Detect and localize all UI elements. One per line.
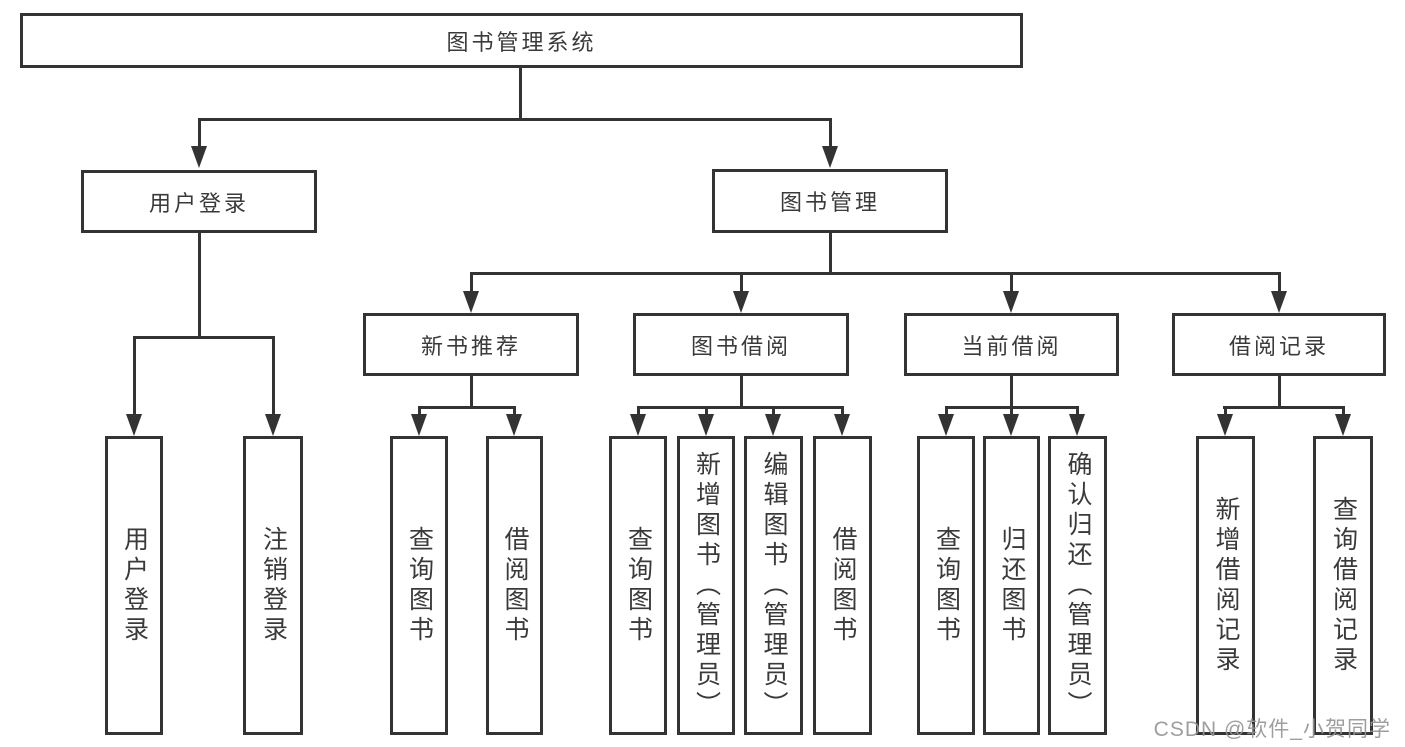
arrow-to-leaf-add-book [697,406,714,436]
leaf-return-book-label: 归还图书 [998,525,1026,646]
leaf-current-query-book-label: 查询图书 [932,525,961,646]
csdn-watermark: CSDN @软件_小贺同学 [1153,718,1391,741]
arrow-to-leaf-return-book [1003,406,1019,436]
node-new-books-label: 新书推荐 [420,333,521,359]
arrow-to-leaf-query-record [1334,406,1351,436]
leaf-borrow-book: 借阅图书 [813,436,872,735]
node-user-login: 用户登录 [81,170,317,233]
arrow-to-new-books [462,272,479,313]
node-book-mgmt: 图书管理 [712,169,948,233]
arrow-to-borrow-records [1270,272,1287,313]
rail-records-leaves [1222,406,1344,409]
leaf-edit-book-admin: 编辑图书（管理员） [744,436,803,735]
rail-book-mgmt [469,272,1281,275]
leaf-query-borrow-record-label: 查询借阅记录 [1329,495,1358,676]
node-borrow-records-label: 借阅记录 [1228,333,1329,359]
leaf-logout-label: 注销登录 [259,525,288,646]
leaf-borrow-book-label: 借阅图书 [829,525,857,646]
arrow-to-user-login [190,118,207,168]
rail-bookborrow-leaves [636,406,844,409]
node-borrow-records: 借阅记录 [1172,313,1386,376]
rail-level1 [197,118,831,121]
leaf-current-query-book: 查询图书 [917,436,975,735]
arrow-to-book-borrow [732,272,749,313]
connector-newbooks-stub [469,376,473,406]
node-current-borrow-label: 当前借阅 [961,333,1062,359]
leaf-borrow-query-book: 查询图书 [609,436,667,735]
leaf-newbooks-borrow-book: 借阅图书 [486,436,543,735]
leaf-edit-book-admin-label: 编辑图书（管理员） [760,450,788,721]
leaf-newbooks-borrow-book-label: 借阅图书 [501,525,529,646]
arrow-to-leaf-add-record [1216,406,1233,436]
arrow-to-leaf-user-login [125,336,142,436]
node-book-mgmt-label: 图书管理 [779,190,880,215]
node-root-label: 图书管理系统 [446,29,597,55]
connector-records-stub [1277,376,1281,406]
node-user-login-label: 用户登录 [148,190,249,216]
arrow-to-book-mgmt [821,118,838,168]
leaf-add-borrow-record: 新增借阅记录 [1196,436,1255,735]
leaf-query-borrow-record: 查询借阅记录 [1313,436,1373,735]
arrow-to-leaf-borrow-query [629,406,646,436]
connector-currentborrow-stub [1009,376,1013,406]
connector-root-stub [518,68,522,118]
connector-book-stub [828,233,832,272]
rail-newbooks-leaves [417,406,516,409]
leaf-user-login: 用户登录 [105,436,163,735]
arrow-to-leaf-confirm-return [1069,406,1085,436]
node-book-borrow: 图书借阅 [633,313,849,376]
arrow-to-leaf-edit-book [765,406,781,436]
leaf-user-login-label: 用户登录 [120,525,149,646]
arrow-to-leaf-borrow-book [834,406,850,436]
leaf-newbooks-query-book: 查询图书 [390,436,448,735]
leaf-add-book-admin: 新增图书（管理员） [677,436,735,735]
node-new-books: 新书推荐 [363,313,579,376]
arrow-to-leaf-logout [264,336,281,436]
leaf-return-book: 归还图书 [983,436,1040,735]
arrow-to-leaf-current-query [937,406,954,436]
leaf-borrow-query-book-label: 查询图书 [624,525,653,646]
leaf-add-book-admin-label: 新增图书（管理员） [692,450,721,721]
connector-user-stub [197,233,201,336]
leaf-confirm-return-admin: 确认归还（管理员） [1048,436,1107,735]
leaf-logout: 注销登录 [243,436,303,735]
rail-user-leaves [132,336,275,339]
leaf-add-borrow-record-label: 新增借阅记录 [1212,495,1240,676]
node-book-borrow-label: 图书借阅 [690,333,791,359]
node-current-borrow: 当前借阅 [904,313,1119,376]
connector-bookborrow-stub [739,376,743,406]
arrow-to-current-borrow [1002,272,1019,313]
node-root: 图书管理系统 [20,13,1023,68]
leaf-newbooks-query-book-label: 查询图书 [405,525,434,646]
leaf-confirm-return-admin-label: 确认归还（管理员） [1064,450,1092,721]
arrow-to-leaf-newbooks-query [410,406,427,436]
arrow-to-leaf-newbooks-borrow [506,406,522,436]
